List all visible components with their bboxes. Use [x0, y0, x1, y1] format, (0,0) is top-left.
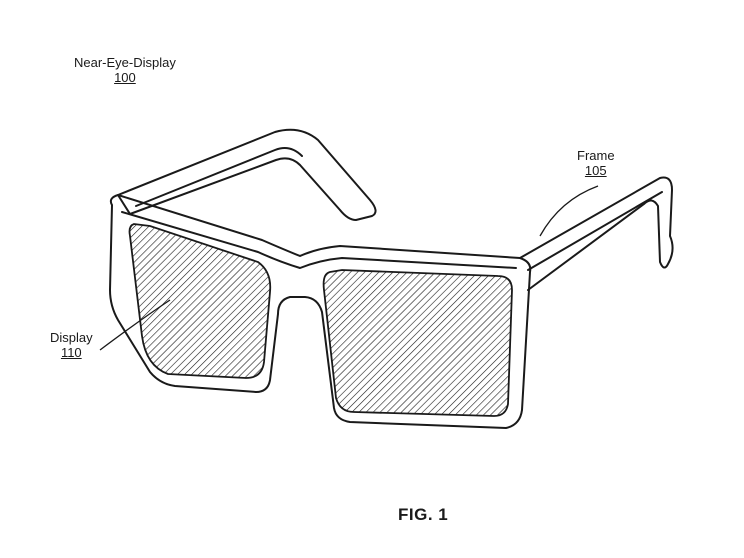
near-temple-arm [519, 176, 674, 291]
frame-label: Frame 105 [577, 148, 615, 178]
right-display [322, 269, 513, 417]
display-label: Display 110 [50, 330, 93, 360]
display-ref-number: 110 [60, 345, 82, 360]
display-name: Display [50, 330, 93, 345]
frame-ref-number: 105 [584, 163, 607, 178]
device-name: Near-Eye-Display [74, 55, 176, 70]
frame-name: Frame [577, 148, 615, 163]
left-display [128, 223, 272, 379]
device-label: Near-Eye-Display 100 [74, 55, 176, 85]
frame-leader-line [539, 185, 599, 237]
figure-caption: FIG. 1 [398, 505, 449, 524]
device-ref-number: 100 [114, 70, 136, 85]
display-leader-line [99, 299, 171, 351]
far-temple-arm [117, 128, 377, 221]
front-frame [109, 194, 532, 429]
